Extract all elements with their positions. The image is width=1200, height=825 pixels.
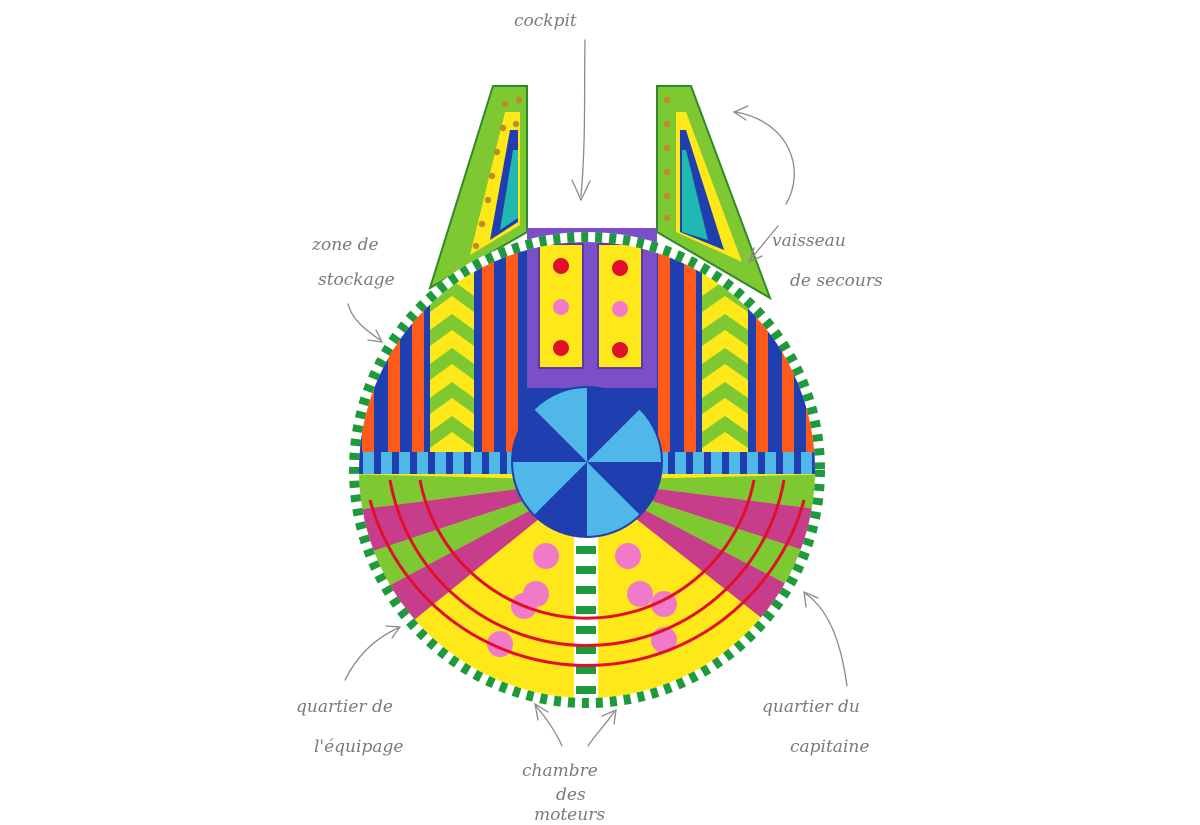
label-engine-line2: des [556, 785, 586, 805]
captain-arrow-icon [803, 590, 848, 687]
engine-arrow-right-icon [587, 708, 617, 747]
crew-arrow-icon [344, 625, 402, 681]
left-mandible [428, 85, 528, 291]
central-dish [511, 386, 663, 538]
label-captain-line1: quartier du [762, 697, 860, 717]
label-engine-line1: chambre [522, 761, 598, 781]
label-cockpit: cockpit [514, 11, 577, 31]
storage-arrow-icon [347, 303, 384, 343]
label-storage-line2: stockage [318, 270, 395, 290]
engine-arrow-left-icon [534, 702, 563, 747]
disc-rim-dashes [349, 232, 825, 708]
labels: cockpit zone de stockage vaisseau de sec… [296, 11, 883, 825]
label-rescue-line2: de secours [790, 271, 883, 291]
label-crew-line2: l'équipage [314, 737, 403, 757]
annotation-arrows [344, 39, 848, 747]
label-rescue-line1: vaisseau [772, 231, 846, 251]
rescue-arrow-icon [732, 105, 795, 205]
cockpit-block [527, 228, 657, 388]
label-storage-line1: zone de [311, 235, 379, 255]
main-disc [349, 228, 825, 708]
label-crew-line1: quartier de [296, 697, 393, 717]
label-engine-line3: moteurs [534, 805, 605, 825]
rescue-pointer-icon [747, 225, 779, 264]
cockpit-arrow-icon [571, 39, 591, 202]
label-captain-line2: capitaine [790, 737, 869, 757]
right-mandible [656, 85, 772, 301]
